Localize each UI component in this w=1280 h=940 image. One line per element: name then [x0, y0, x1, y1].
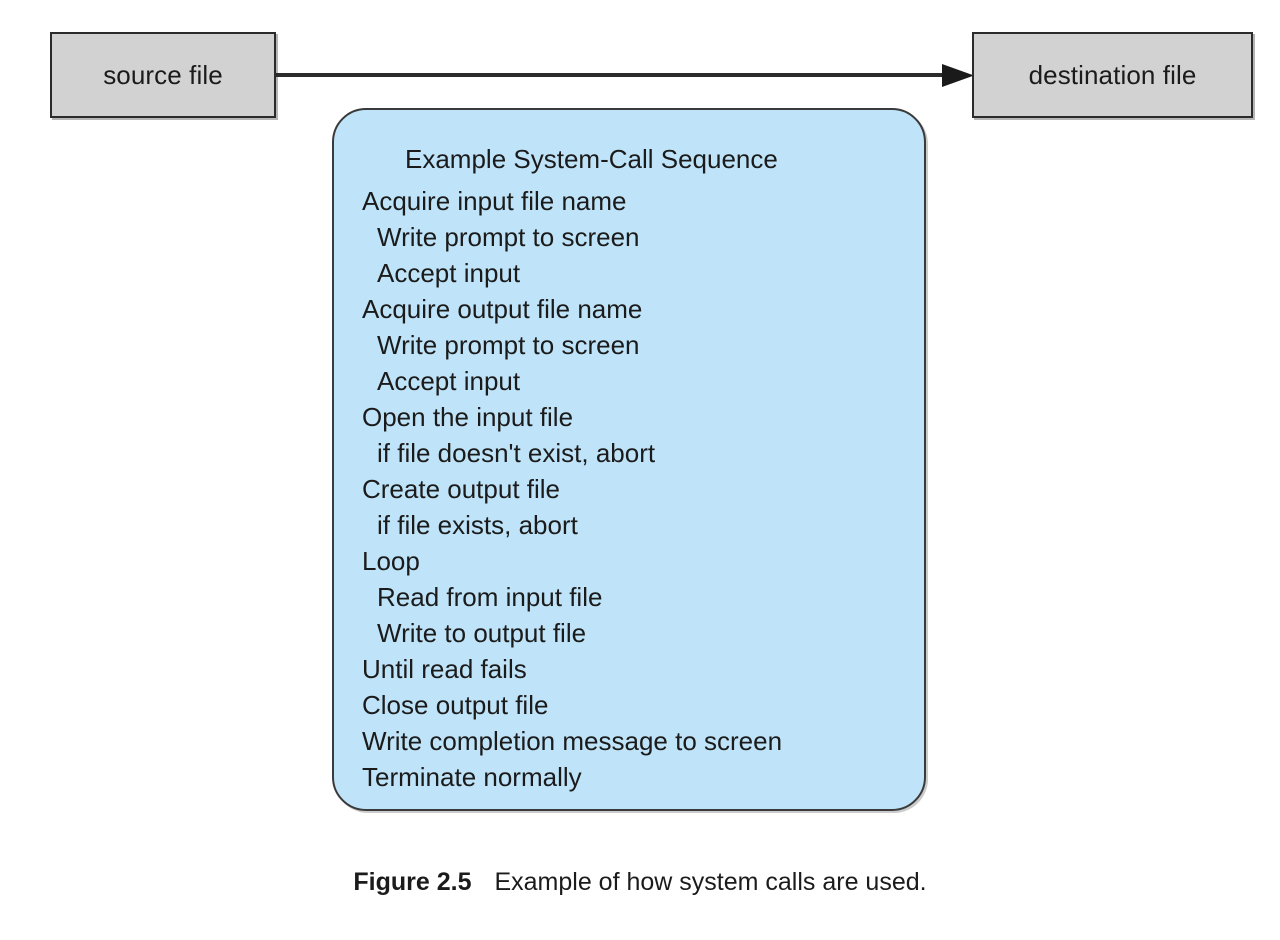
syscall-step: Write completion message to screen [362, 726, 783, 756]
syscall-step: Create output file [362, 474, 561, 504]
figure-caption-label: Figure 2.5 [353, 868, 472, 896]
destination-file-box: destination file [972, 32, 1253, 118]
syscall-step: Acquire output file name [362, 294, 643, 324]
syscall-sequence-title: Example System-Call Sequence [405, 144, 778, 174]
source-file-label: source file [103, 59, 223, 90]
figure-caption: Figure 2.5 Example of how system calls a… [0, 868, 1280, 897]
syscall-step: Write prompt to screen [377, 330, 640, 360]
syscall-step: Acquire input file name [362, 186, 627, 216]
syscall-step: Write to output file [377, 618, 587, 648]
syscall-step: if file doesn't exist, abort [377, 438, 656, 468]
syscall-step: Accept input [377, 366, 521, 396]
syscall-step: Open the input file [362, 402, 574, 432]
syscall-step: Read from input file [377, 582, 603, 612]
syscall-step: Write prompt to screen [377, 222, 640, 252]
syscall-step: Accept input [377, 258, 521, 288]
source-file-box: source file [50, 32, 276, 118]
syscall-step: Terminate normally [362, 762, 582, 792]
figure-caption-text: Example of how system calls are used. [494, 868, 927, 896]
syscall-step: if file exists, abort [377, 510, 578, 540]
syscall-step: Loop [362, 546, 420, 576]
syscall-step: Until read fails [362, 654, 527, 684]
syscall-step: Close output file [362, 690, 549, 720]
syscall-sequence-panel: Example System-Call Sequence Acquire inp… [332, 108, 926, 811]
destination-file-label: destination file [1028, 59, 1197, 90]
flow-arrow-icon [274, 64, 974, 87]
